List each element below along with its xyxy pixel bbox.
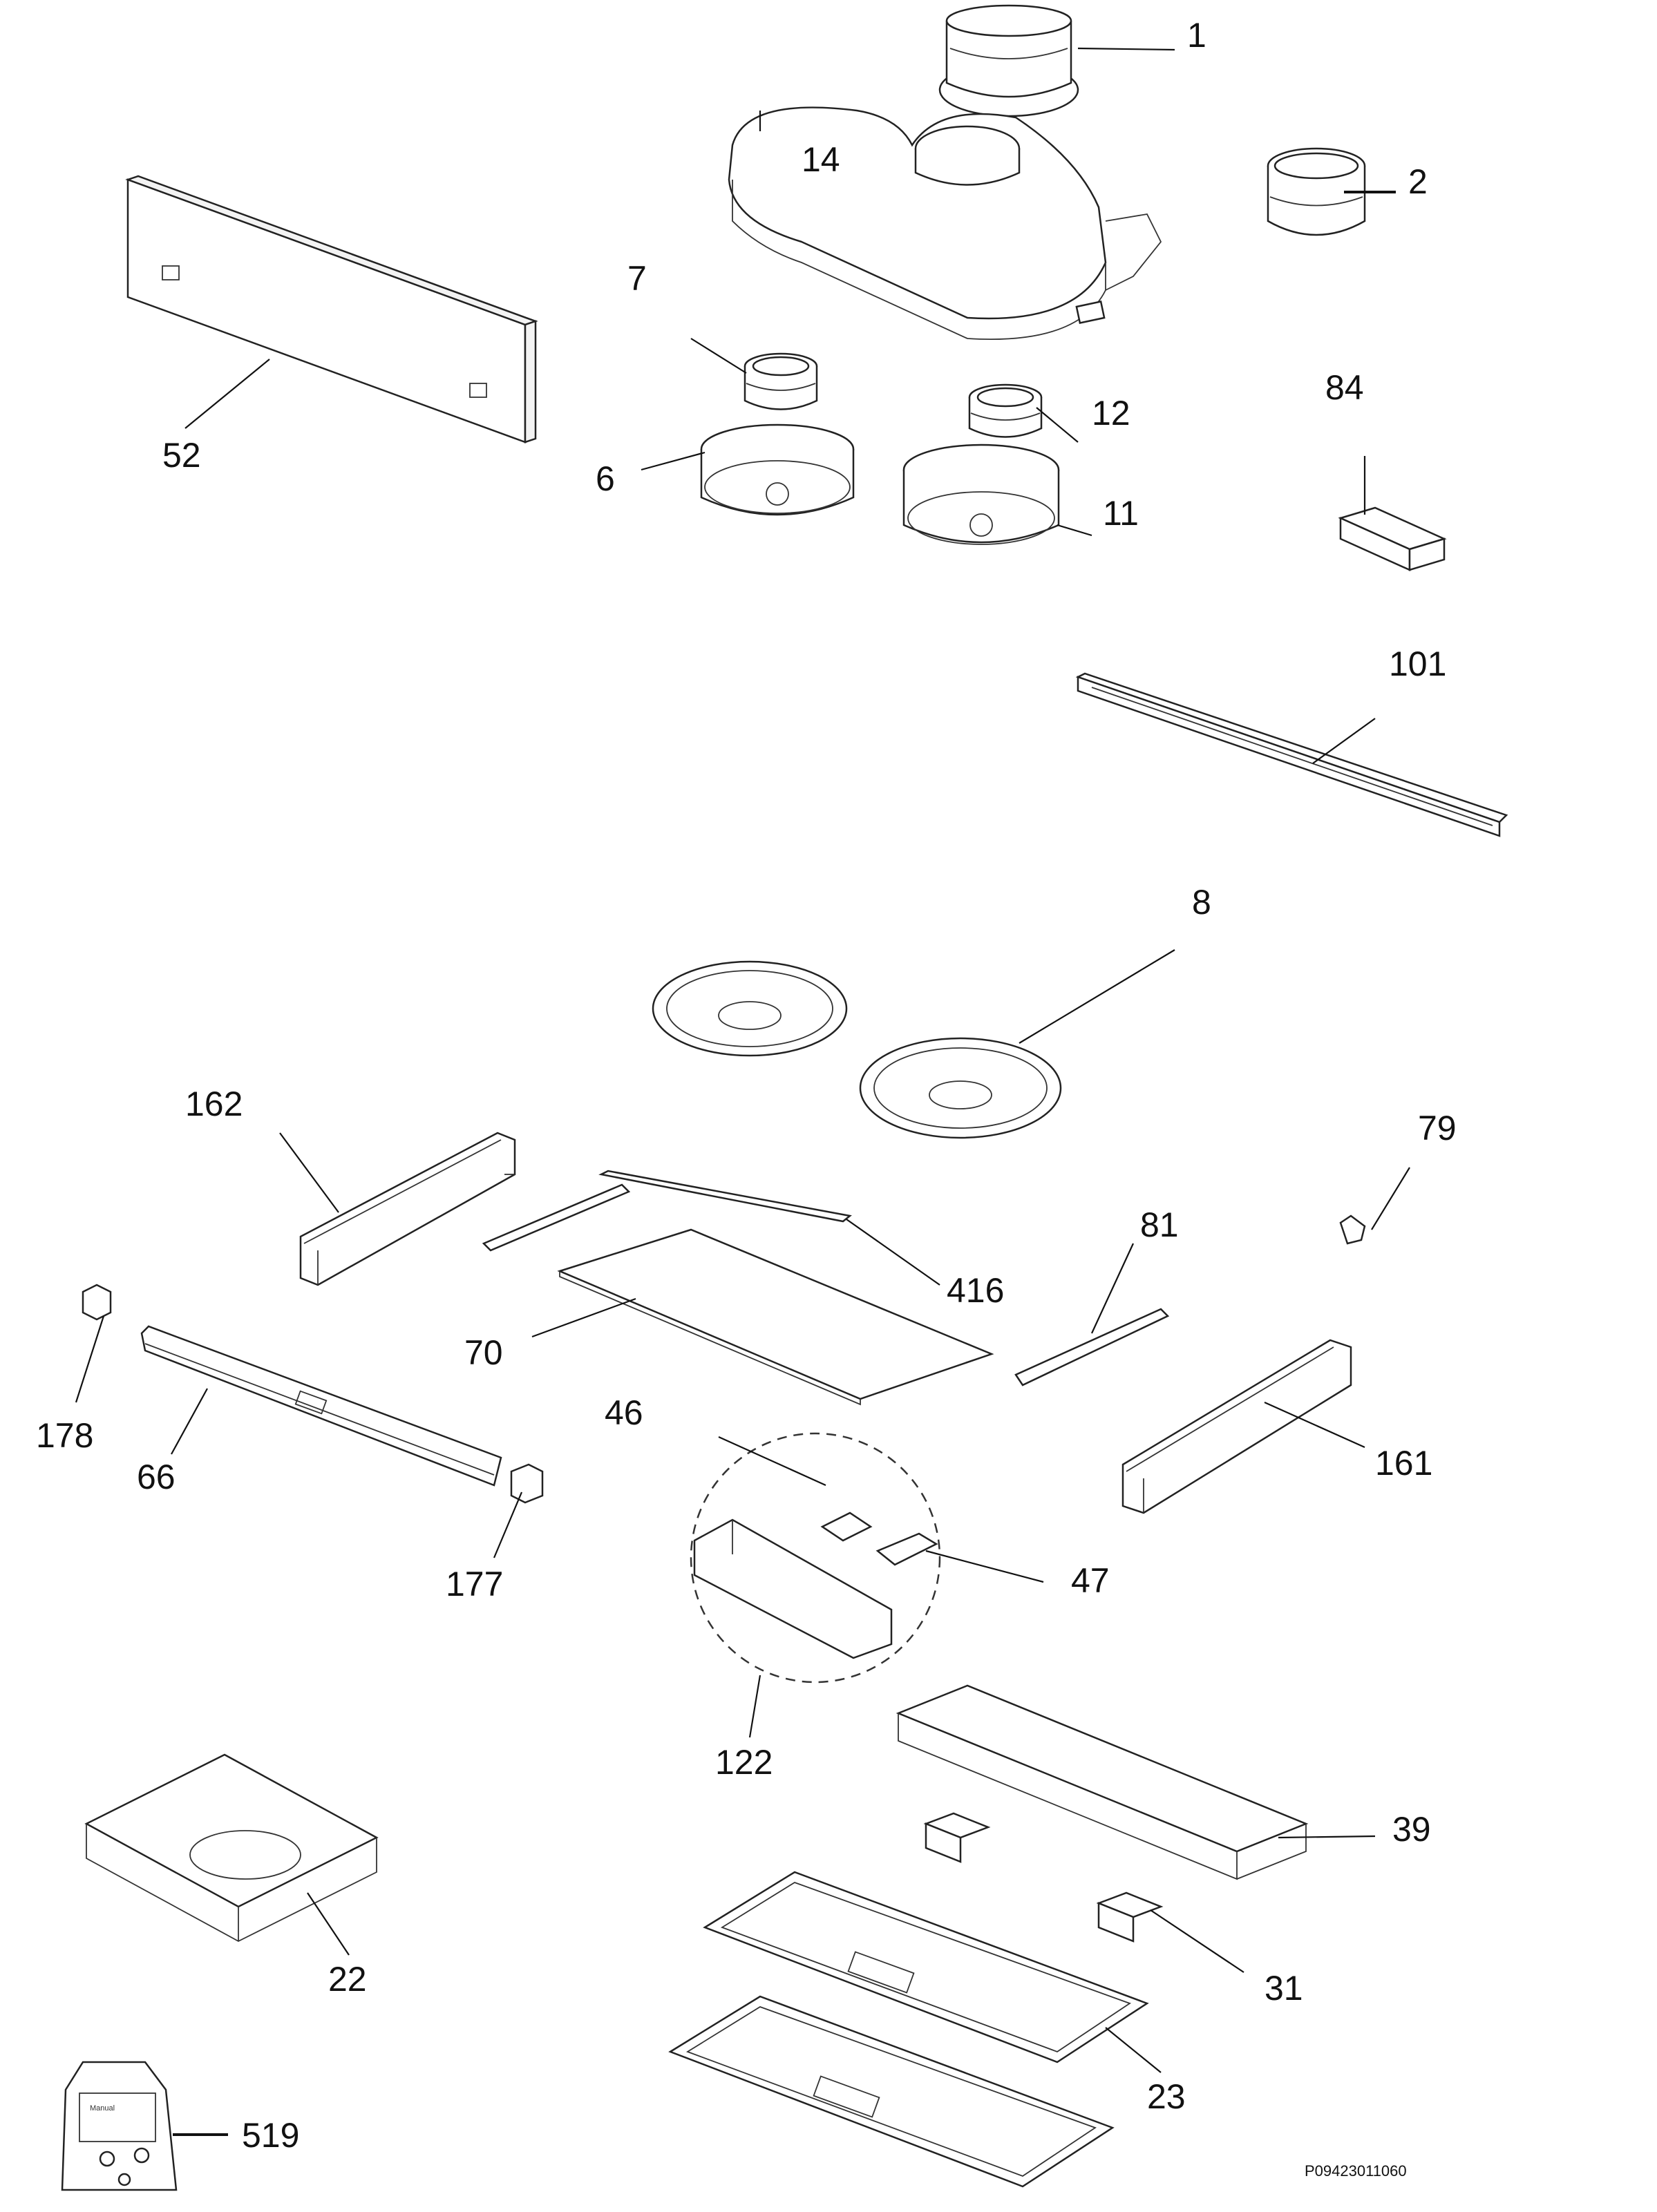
manual-bag-label: Manual <box>90 2104 115 2113</box>
callout-79: 79 <box>1418 1109 1457 1147</box>
callout-161: 161 <box>1375 1444 1432 1482</box>
part-84-transformer <box>1338 506 1447 571</box>
callout-81: 81 <box>1140 1205 1179 1244</box>
callout-8: 8 <box>1192 883 1211 922</box>
drawing-code: P09423011060 <box>1305 2162 1407 2180</box>
part-39-tray <box>896 1684 1309 1880</box>
part-23-filters <box>668 1871 1149 2188</box>
part-14-blower-housing <box>728 106 1162 340</box>
part-81-bracket <box>1014 1308 1170 1386</box>
part-177-end-cap <box>510 1463 544 1504</box>
part-66-front-trim <box>140 1325 502 1487</box>
callout-labels: 1 2 14 52 7 6 12 11 84 101 8 162 79 81 4… <box>36 16 1457 2155</box>
part-8-fan-plates <box>652 960 1062 1139</box>
leader-lines <box>75 47 1410 2136</box>
callout-7: 7 <box>627 259 647 298</box>
part-52-back-panel <box>125 175 538 444</box>
callout-178: 178 <box>36 1416 93 1455</box>
callout-177: 177 <box>446 1565 503 1603</box>
part-31-clips <box>923 1812 1164 1943</box>
part-122-control-box <box>690 1432 941 1684</box>
callout-31: 31 <box>1265 1969 1303 2008</box>
callout-52: 52 <box>162 436 201 475</box>
part-2-reducer <box>1267 147 1366 236</box>
callout-70: 70 <box>464 1333 503 1372</box>
callout-14: 14 <box>802 140 840 179</box>
callout-47: 47 <box>1071 1561 1110 1600</box>
callout-23: 23 <box>1147 2077 1186 2116</box>
part-101-rail <box>1075 672 1508 837</box>
part-6-fan-wheel <box>700 423 855 516</box>
callout-519: 519 <box>242 2116 299 2155</box>
callout-39: 39 <box>1392 1810 1431 1849</box>
callout-6: 6 <box>596 459 615 498</box>
callout-84: 84 <box>1325 368 1364 407</box>
part-11-fan-wheel <box>902 444 1060 545</box>
part-416-strip <box>482 1170 852 1252</box>
part-519-manual-bag: Manual <box>61 2061 178 2191</box>
callout-2: 2 <box>1408 162 1428 201</box>
callout-66: 66 <box>137 1458 176 1496</box>
part-7-motor <box>744 352 818 410</box>
part-162-left-channel <box>299 1132 516 1286</box>
callout-1: 1 <box>1187 16 1206 55</box>
part-178-end-cap <box>82 1284 112 1321</box>
part-22-recirculation-kit <box>84 1753 379 1943</box>
callout-12: 12 <box>1092 394 1130 432</box>
part-1-duct-collar <box>938 4 1079 117</box>
part-70-glass-plate <box>557 1228 994 1406</box>
callout-122: 122 <box>715 1743 773 1782</box>
callout-162: 162 <box>185 1085 243 1123</box>
part-161-right-channel <box>1121 1339 1352 1514</box>
part-12-motor <box>968 383 1043 438</box>
part-79-clip <box>1339 1214 1366 1245</box>
callout-101: 101 <box>1389 645 1446 683</box>
callout-416: 416 <box>947 1271 1004 1310</box>
callout-22: 22 <box>328 1960 367 1999</box>
callout-11: 11 <box>1103 494 1139 533</box>
callout-46: 46 <box>605 1393 643 1432</box>
